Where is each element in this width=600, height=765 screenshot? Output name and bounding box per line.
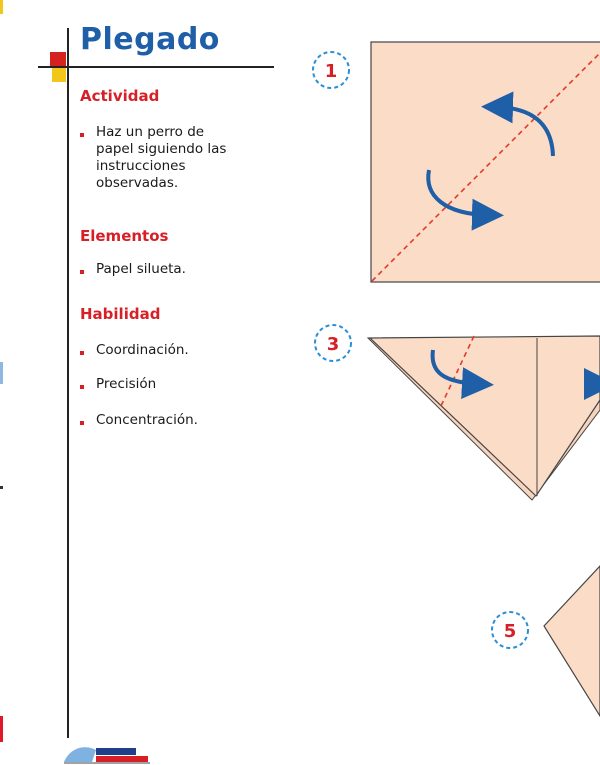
yellow-square xyxy=(52,68,66,82)
heading-habilidad: Habilidad xyxy=(80,305,161,323)
publisher-logo xyxy=(64,747,150,764)
step-number-5: 5 xyxy=(504,621,517,642)
step-badge-5 xyxy=(491,611,529,649)
red-square xyxy=(50,52,66,68)
heading-actividad: Actividad xyxy=(80,87,160,105)
curved-arrow-icon xyxy=(426,169,504,231)
edge-yellow-mark xyxy=(0,0,3,14)
edge-red-mark xyxy=(0,716,3,742)
page-title: Plegado xyxy=(80,22,220,57)
fold-line-step3 xyxy=(439,335,475,409)
step-number-3: 3 xyxy=(327,334,340,355)
paper-square xyxy=(370,41,600,283)
heading-elementos: Elementos xyxy=(80,227,169,245)
step-badge-1 xyxy=(312,51,350,89)
list-item-habilidad-3: Concentración. xyxy=(80,412,230,429)
paper-step5 xyxy=(543,565,600,718)
list-item-elementos: Papel silueta. xyxy=(80,261,230,278)
fold-line-diagonal xyxy=(371,51,600,282)
curved-arrow-icon xyxy=(430,349,494,400)
list-item-actividad: Haz un perro de papel siguiendo las inst… xyxy=(80,124,230,192)
list-item-habilidad-2: Precisión xyxy=(80,376,230,393)
curved-arrow-icon xyxy=(481,91,555,157)
edge-dot-mark xyxy=(0,486,3,489)
paper-triangle xyxy=(368,335,600,497)
step-number-1: 1 xyxy=(325,61,338,82)
list-item-habilidad-1: Coordinación. xyxy=(80,342,230,359)
title-rule xyxy=(38,66,274,68)
vertical-rule xyxy=(67,28,69,738)
step-badge-3 xyxy=(314,324,352,362)
edge-blue-mark xyxy=(0,362,3,384)
